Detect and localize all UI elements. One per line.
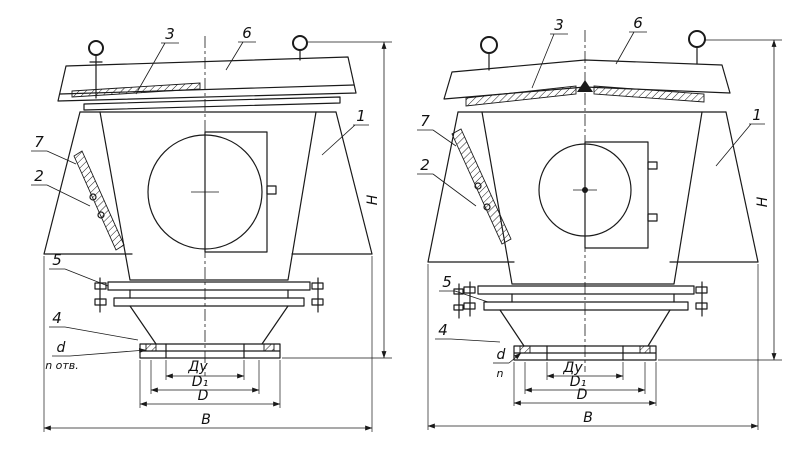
lifting-ring-left [88, 40, 104, 99]
callout-3: 3 [135, 25, 179, 95]
flange-assembly [94, 277, 324, 313]
lifting-ring-right [688, 30, 706, 65]
dim-label-du: Ду [187, 359, 208, 375]
holes-note: n отв. [45, 359, 79, 372]
dim-label-d: D [198, 388, 209, 404]
bolt-hole [519, 345, 531, 354]
callout-2: 2 [31, 167, 91, 207]
svg-text:3: 3 [165, 25, 175, 43]
callout-1: 1 [321, 107, 369, 156]
callout-7: 7 [417, 112, 457, 147]
callout-4: 4 [435, 321, 501, 343]
callout-4: 4 [49, 309, 139, 341]
svg-text:7: 7 [420, 112, 430, 130]
svg-text:5: 5 [52, 251, 62, 269]
flange-assembly [453, 281, 708, 319]
callout-7: 7 [31, 133, 77, 165]
svg-text:4: 4 [438, 321, 448, 339]
dim-label-d: D [577, 387, 588, 403]
callout-6: 6 [615, 14, 647, 65]
outlet-flange [129, 305, 289, 359]
louvre-strip-right [593, 85, 705, 103]
extension-lines [43, 41, 392, 432]
callout-5: 5 [439, 273, 489, 303]
bolt-hole [263, 343, 275, 352]
svg-text:4: 4 [52, 309, 62, 327]
lever-plate [73, 150, 125, 251]
svg-text:7: 7 [34, 133, 44, 151]
svg-text:1: 1 [752, 106, 762, 124]
dim-label-bolt-d: d [57, 340, 66, 356]
svg-text:2: 2 [34, 167, 44, 185]
left-valve-view: Ду D₁ D B H d n отв. 3 6 1 7 2 5 [31, 24, 392, 432]
svg-text:6: 6 [633, 14, 643, 32]
lifting-ring-right [292, 35, 308, 61]
valve-body [427, 111, 759, 285]
callout-6: 6 [225, 24, 256, 71]
bolt-hole [639, 345, 651, 354]
callout-1: 1 [715, 106, 765, 167]
right-valve-view: Ду D₁ D B H d n 3 6 1 7 2 5 [417, 14, 782, 430]
hood-cap [57, 56, 357, 111]
dim-label-b: B [201, 412, 211, 428]
svg-text:6: 6 [242, 24, 252, 42]
louvre-strip-left [465, 85, 577, 107]
dim-label-h: H [365, 194, 381, 205]
valve-body [43, 111, 373, 281]
d-leader [508, 352, 522, 364]
callout-5: 5 [49, 251, 109, 287]
lifting-ring-left [480, 36, 498, 71]
outlet-flange [499, 309, 671, 361]
hood-cap [443, 59, 731, 107]
svg-text:3: 3 [554, 16, 564, 34]
svg-text:1: 1 [356, 107, 366, 125]
dim-label-d1: D₁ [570, 374, 586, 390]
dim-label-du: Ду [562, 360, 583, 376]
holes-note: n [497, 367, 504, 380]
dim-label-bolt-d: d [497, 347, 506, 363]
extension-lines [427, 39, 782, 430]
dim-label-d1: D₁ [192, 374, 208, 390]
apex-mark [577, 80, 593, 92]
callout-2: 2 [417, 156, 477, 207]
callout-3: 3 [531, 16, 568, 89]
lever-plate [451, 128, 512, 245]
dim-label-b: B [583, 410, 593, 426]
svg-text:5: 5 [442, 273, 452, 291]
bolt-hole [145, 343, 157, 352]
dim-label-h: H [755, 196, 771, 207]
svg-text:2: 2 [420, 156, 430, 174]
guide-tube-section [584, 141, 649, 249]
d-leader [69, 348, 147, 357]
